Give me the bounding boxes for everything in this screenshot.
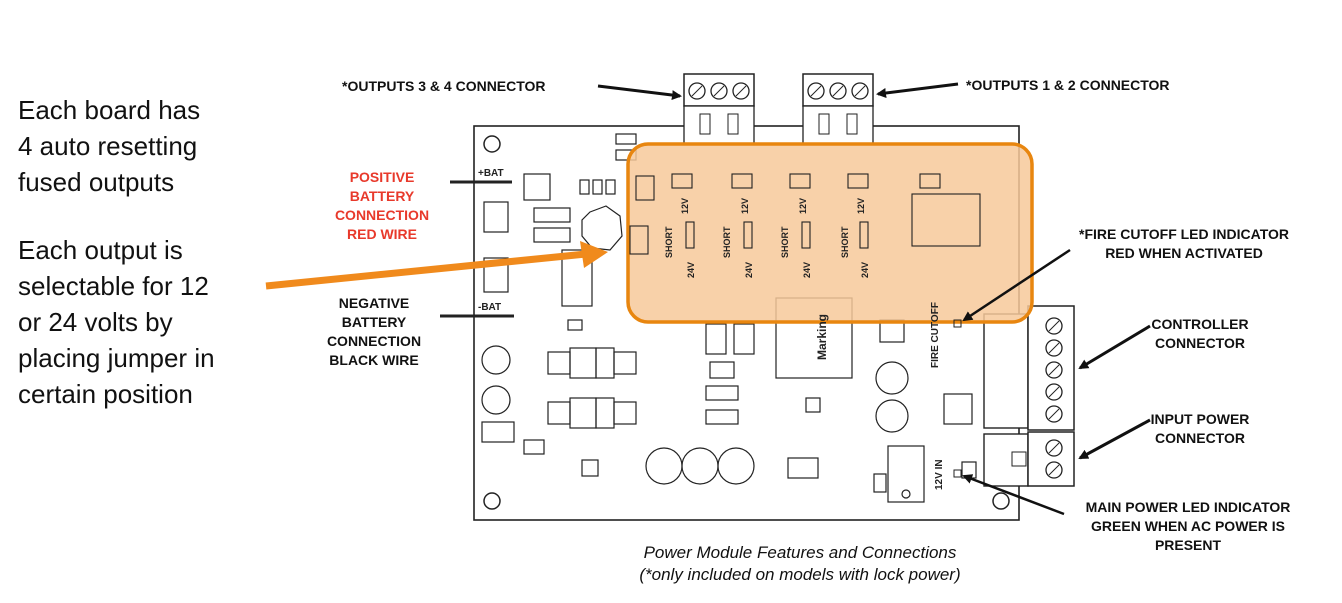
callout-line: BATTERY: [341, 314, 407, 330]
label-short: SHORT: [664, 226, 674, 258]
label-short: SHORT: [780, 226, 790, 258]
voltage-select-pointer-arrow: [265, 250, 587, 290]
fire-cutoff-arrow: [962, 248, 1071, 322]
label-12v: 12V: [740, 198, 750, 214]
note-line: Each output is: [18, 235, 183, 265]
callout-line: CONNECTOR: [1155, 430, 1245, 446]
fire-cutoff-led: [953, 319, 962, 328]
note-line: Each board has: [18, 95, 201, 125]
outputs-1-2-callout: *OUTPUTS 1 & 2 CONNECTOR: [966, 77, 1170, 93]
jumper-components: [629, 173, 981, 255]
controller-terminal-block: [983, 305, 1075, 431]
voltage-select-pointer-head: [580, 241, 608, 268]
fire-cutoff-callout: *FIRE CUTOFF LED INDICATOR RED WHEN ACTI…: [1054, 225, 1314, 263]
note-line: selectable for 12: [18, 271, 209, 301]
output-jumper-highlight: [626, 142, 1034, 324]
neg-bat-label: -BAT: [478, 302, 501, 313]
callout-line: RED WIRE: [347, 226, 417, 242]
pos-bat-label: +BAT: [478, 168, 504, 179]
label-short: SHORT: [840, 226, 850, 258]
outputs-3-4-callout: *OUTPUTS 3 & 4 CONNECTOR: [342, 78, 546, 94]
caption-note: (*only included on models with lock powe…: [639, 565, 961, 584]
callout-line: CONNECTION: [326, 333, 422, 349]
controller-callout: CONTROLLER CONNECTOR: [1140, 315, 1260, 353]
note-line: certain position: [18, 379, 193, 409]
main-power-led-callout: MAIN POWER LED INDICATOR GREEN WHEN AC P…: [1060, 498, 1316, 555]
callout-line: INPUT POWER: [1150, 411, 1250, 427]
main-power-arrow: [962, 474, 1065, 516]
positive-battery-callout: POSITIVE BATTERY CONNECTION RED WIRE: [322, 168, 442, 244]
label-short: SHORT: [722, 226, 732, 258]
outputs-1-2-terminal-block: [802, 73, 874, 145]
callout-line: GREEN WHEN AC POWER IS: [1091, 518, 1285, 534]
input-power-arrow: [1078, 418, 1151, 460]
input-power-callout: INPUT POWER CONNECTOR: [1140, 410, 1260, 448]
caption-title: Power Module Features and Connections: [643, 543, 957, 562]
callout-line: *FIRE CUTOFF LED INDICATOR: [1079, 226, 1289, 242]
12v-in-board-label: 12V IN: [934, 459, 945, 490]
main-power-led: [953, 469, 962, 478]
marking-chip-label: Marking: [815, 314, 829, 360]
label-24v: 24V: [860, 262, 870, 278]
callout-line: MAIN POWER LED INDICATOR: [1085, 499, 1291, 515]
callout-line: NEGATIVE: [338, 295, 410, 311]
jumper-labels: 12V 12V 12V 12V SHORT SHORT SHORT SHORT …: [664, 198, 870, 278]
callout-line: POSITIVE: [349, 169, 415, 185]
mount-hole: [483, 492, 501, 510]
input-power-terminal-block: [983, 431, 1075, 487]
board-components: [481, 133, 977, 503]
label-24v: 24V: [802, 262, 812, 278]
note-line: 4 auto resetting: [18, 131, 198, 161]
label-12v: 12V: [798, 198, 808, 214]
label-12v: 12V: [856, 198, 866, 214]
mount-hole: [992, 492, 1010, 510]
outputs-3-4-terminal-block: [683, 73, 755, 145]
label-24v: 24V: [686, 262, 696, 278]
note-line: or 24 volts by: [18, 307, 173, 337]
callout-line: CONNECTION: [334, 207, 430, 223]
fire-cutoff-board-label: FIRE CUTOFF: [930, 302, 941, 368]
feature-note-fused-outputs: Each board has 4 auto resetting fused ou…: [18, 92, 200, 200]
figure-caption: Power Module Features and Connections (*…: [560, 542, 1040, 586]
label-12v: 12V: [680, 198, 690, 214]
callout-line: CONNECTOR: [1155, 335, 1245, 351]
callout-line: CONTROLLER: [1151, 316, 1249, 332]
outputs-1-2-arrow: [876, 82, 959, 98]
label-24v: 24V: [744, 262, 754, 278]
outputs-3-4-arrow: [597, 84, 682, 100]
callout-line: RED WHEN ACTIVATED: [1105, 245, 1263, 261]
note-line: placing jumper in: [18, 343, 215, 373]
feature-note-voltage-select: Each output is selectable for 12 or 24 v…: [18, 232, 215, 412]
callout-line: BLACK WIRE: [329, 352, 419, 368]
mount-hole: [483, 135, 501, 153]
callout-line: BATTERY: [349, 188, 415, 204]
note-line: fused outputs: [18, 167, 175, 197]
callout-line: PRESENT: [1154, 537, 1222, 553]
controller-arrow: [1078, 324, 1151, 370]
negative-battery-callout: NEGATIVE BATTERY CONNECTION BLACK WIRE: [312, 294, 436, 370]
